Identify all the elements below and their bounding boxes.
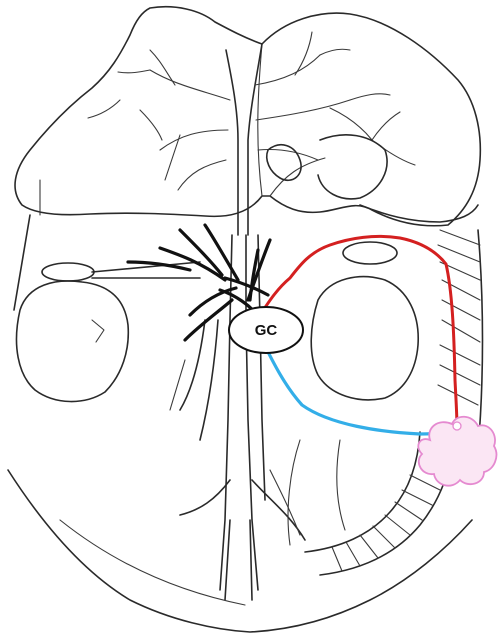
gc-label: GC bbox=[255, 322, 278, 339]
gallbladder bbox=[42, 262, 200, 281]
gc-node: GC bbox=[229, 307, 303, 353]
blue-route-line bbox=[262, 340, 450, 434]
body-outline bbox=[8, 180, 472, 632]
adrenal-gland bbox=[343, 242, 397, 264]
spleen-region bbox=[318, 135, 478, 222]
left-kidney bbox=[16, 281, 128, 402]
iliac-vessels bbox=[180, 480, 305, 600]
hepatic-vessels bbox=[88, 32, 415, 235]
pink-cloud bbox=[418, 417, 496, 486]
right-kidney bbox=[311, 277, 418, 400]
